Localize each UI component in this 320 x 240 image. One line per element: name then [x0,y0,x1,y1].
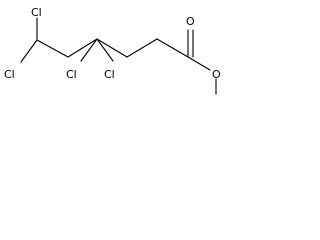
bond-c1-c2 [36,39,69,58]
bond-c4-c5 [126,38,158,58]
carbonyl-o-label: O [186,15,195,28]
bond-c2-c3 [67,38,98,58]
bond-c6-ester-o [187,56,211,71]
bond-c1-cl-left [20,39,38,63]
ester-o-label: O [212,68,221,81]
cl-top-label: Cl [31,6,42,19]
cl-left-label: Cl [4,68,15,81]
bond-c5-c6 [156,38,189,58]
molecule-canvas: Cl Cl Cl Cl O O [0,0,240,120]
cl-center-left-label: Cl [66,68,77,81]
cl-center-right-label: Cl [104,68,115,81]
bond-c3-cl-center-right [96,38,114,62]
structure-diagram: Cl Cl Cl Cl O O [4,6,221,95]
bond-c3-c4 [96,38,128,58]
bond-c3-cl-center-left [80,38,98,62]
